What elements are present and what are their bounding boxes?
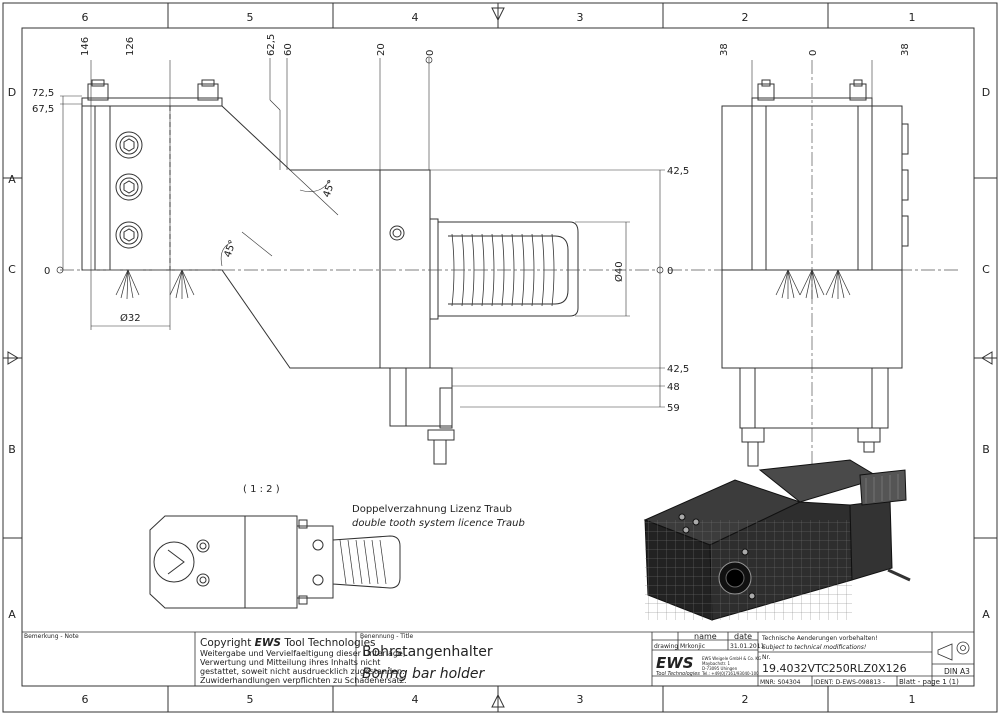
dia-32: Ø32 [120, 312, 141, 324]
company-line-1: EWS Weigele GmbH & Co. KG [702, 656, 761, 661]
angle-lower: 45° [222, 239, 238, 259]
zone-bottom-5: 5 [247, 693, 254, 706]
dim-62-5: 62,5 [266, 34, 277, 56]
zone-top-3: 3 [577, 11, 584, 24]
dim-38-left: 38 [719, 43, 730, 56]
legal-line-4: Zuwiderhandlungen verpflichten zu Schade… [200, 676, 406, 685]
zone-top-1: 1 [909, 11, 916, 24]
isometric-view [643, 459, 911, 621]
front-dimension-lines [60, 58, 665, 408]
part-number: 19.4032VTC250RLZ0X126 [762, 662, 907, 675]
zone-top-5: 5 [247, 11, 254, 24]
dim-20: 20 [376, 43, 387, 56]
dim-0-right: 0 [667, 266, 673, 277]
detail-view [149, 515, 401, 609]
zone-top-4: 4 [412, 11, 419, 24]
notice-english: Subject to technical modifications! [762, 644, 866, 651]
dim-72-5: 72,5 [32, 88, 54, 99]
zone-left-D: D [8, 86, 16, 99]
origin-marker-left [56, 266, 64, 274]
company-line-3: D-73095 Uhingen [702, 666, 738, 671]
copyright-brand: EWS [255, 637, 281, 649]
col-name: name [694, 632, 717, 641]
title-english: Boring bar holder [362, 666, 486, 682]
dim-48: 48 [667, 382, 680, 393]
ews-logo-sub: Tool Technologies [656, 671, 700, 677]
scale-label: ( 1 : 2 ) [243, 484, 280, 495]
centering-marks [3, 3, 997, 708]
zone-labels: 6 5 4 3 2 1 6 5 4 3 2 1 D C B A D C B A [8, 11, 990, 706]
origin-marker-top [425, 56, 433, 64]
col-date: date [734, 632, 752, 641]
copyright-prefix: Copyright [200, 637, 251, 649]
dim-146: 146 [80, 37, 91, 56]
dim-0-top: 0 [425, 50, 436, 56]
title-block-text: Bemerkung - Note Copyright EWS Tool Tech… [24, 632, 970, 686]
ident: IDENT: D-EWS-098813 - [814, 679, 885, 686]
center-lines [60, 60, 960, 470]
drawn-by: Mrkonjic [680, 643, 705, 650]
origin-marker-right [656, 266, 664, 274]
drawn-date: 31.01.2011 [730, 643, 765, 650]
zone-top-6: 6 [82, 11, 89, 24]
sheet-page: Blatt - page 1 (1) [899, 678, 959, 686]
nr-label: Nr. [762, 654, 770, 661]
zone-left-B: B [8, 443, 16, 456]
zone-bottom-3: 3 [577, 693, 584, 706]
dim-126: 126 [125, 37, 136, 56]
company-line-2: Maybachstr. 1 [702, 661, 730, 666]
side-view [721, 60, 909, 467]
note-english: double tooth system licence Traub [352, 518, 525, 529]
zone-right-D: D [982, 86, 990, 99]
legal-line-3: gestattet, soweit nicht ausdruecklich zu… [200, 667, 405, 676]
zone-left-A-upper: A [8, 173, 16, 186]
zone-bottom-6: 6 [82, 693, 89, 706]
row-drawing: drawing [654, 643, 678, 650]
paper-format: DIN A3 [944, 667, 970, 676]
notice-german: Technische Aenderungen vorbehalten! [761, 635, 878, 642]
zone-bottom-2: 2 [742, 693, 749, 706]
dim-60: 60 [283, 43, 294, 56]
dim-42-5-top: 42,5 [667, 166, 689, 177]
title-label: Benennung - Title [360, 633, 413, 640]
dim-0-side: 0 [808, 50, 819, 56]
zone-left-A: A [8, 608, 16, 621]
dim-0-left: 0 [44, 266, 50, 277]
ews-logo: EWS [656, 654, 694, 672]
zone-left-C: C [8, 263, 16, 276]
zone-right-A: A [982, 608, 990, 621]
legal-line-2: Verwertung und Mitteilung ihres Inhalts … [200, 658, 380, 667]
angle-upper: 45° [321, 179, 337, 199]
front-dimension-texts: 146 126 62,5 60 20 0 72,5 67,5 0 42,5 0 … [32, 34, 689, 414]
copyright-line: Copyright EWS Tool Technologies [200, 637, 376, 649]
dim-59: 59 [667, 403, 680, 414]
zone-bottom-4: 4 [412, 693, 419, 706]
company-line-4: Tel.: +49(0)7161/93040-100 [701, 671, 759, 676]
side-dimension-texts: 38 0 38 [719, 43, 911, 56]
copyright-suffix: Tool Technologies [283, 637, 375, 649]
title-block [22, 631, 974, 686]
zone-top-2: 2 [742, 11, 749, 24]
front-view [81, 79, 579, 465]
zone-bottom-1: 1 [909, 693, 916, 706]
dia-40: Ø40 [613, 261, 625, 282]
remark-label: Bemerkung - Note [24, 633, 79, 640]
legal-line-1: Weitergabe und Vervielfaeltigung dieser … [200, 649, 405, 658]
note-german: Doppelverzahnung Lizenz Traub [352, 504, 512, 515]
mnr: MNR: S04304 [760, 679, 801, 686]
zone-right-B: B [982, 443, 990, 456]
dim-38-right: 38 [900, 43, 911, 56]
dim-67-5: 67,5 [32, 104, 54, 115]
dim-42-5-bottom: 42,5 [667, 364, 689, 375]
title-german: Bohrstangenhalter [362, 644, 493, 660]
zone-right-C: C [982, 263, 990, 276]
